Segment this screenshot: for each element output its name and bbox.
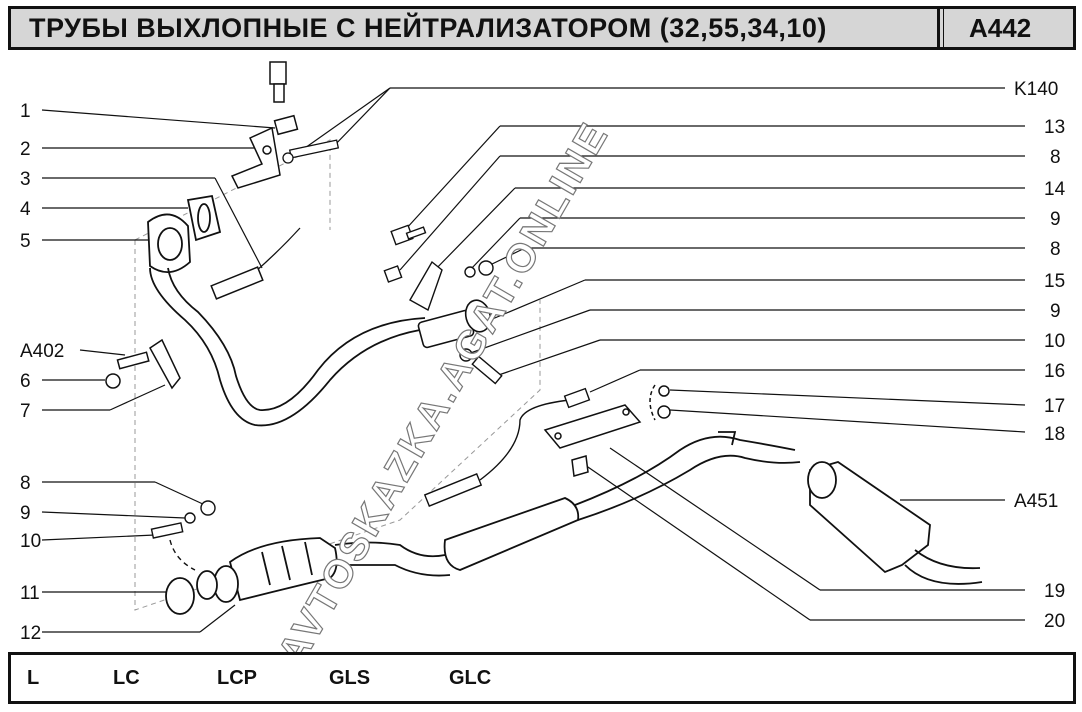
leader-lines <box>41 87 1026 633</box>
stud-bolt <box>282 139 340 164</box>
callout-k140: K140 <box>1014 79 1058 100</box>
small-fasteners <box>383 224 503 385</box>
rear-pipe <box>574 431 801 521</box>
model-footer: L LC LCP GLS GLC <box>8 652 1076 704</box>
callout-7: 7 <box>20 401 31 422</box>
callout-14: 14 <box>1044 179 1066 200</box>
model-l: L <box>27 667 40 689</box>
model-lcp: LCP <box>217 667 257 689</box>
model-gls: GLS <box>329 667 371 689</box>
callout-2: 2 <box>20 139 31 160</box>
sensor-connector <box>269 61 299 136</box>
catalytic-converter <box>165 537 338 615</box>
page-title: ТРУБЫ ВЫХЛОПНЫЕ С НЕЙТРАЛИЗАТОРОМ (32,55… <box>29 13 827 43</box>
callout-8-lower: 8 <box>20 473 31 494</box>
support-bracket <box>105 338 181 390</box>
resonator <box>443 497 580 571</box>
callout-6: 6 <box>20 371 31 392</box>
callout-13: 13 <box>1044 117 1065 138</box>
callout-18: 18 <box>1044 424 1065 445</box>
title-divider <box>937 9 940 47</box>
front-flange <box>147 213 191 273</box>
callout-9-lower: 9 <box>20 503 31 524</box>
watermark-text: AVTOSKAZKA.AGAT.ONLINE <box>270 114 618 672</box>
callout-5: 5 <box>20 231 31 252</box>
front-nuts-bolts <box>150 500 216 571</box>
oxygen-sensor-lower <box>423 387 591 507</box>
rear-muffler <box>807 461 983 585</box>
callout-8-b: 8 <box>1050 239 1061 260</box>
mid-pipe <box>334 541 451 577</box>
callout-3: 3 <box>20 169 31 190</box>
model-glc: GLC <box>449 667 492 689</box>
title-divider-thin <box>943 9 944 47</box>
front-downpipe <box>149 267 426 427</box>
callout-20: 20 <box>1044 611 1065 632</box>
left-callouts: 1 2 3 4 5 A402 6 7 8 9 10 11 12 <box>20 101 64 644</box>
bracket-part <box>230 126 281 189</box>
gasket <box>186 194 222 242</box>
callout-10-a: 10 <box>1044 331 1065 352</box>
diagram-code: A442 <box>969 13 1032 43</box>
callout-19: 19 <box>1044 581 1065 602</box>
callout-15: 15 <box>1044 271 1065 292</box>
callout-9-a: 9 <box>1050 209 1061 230</box>
right-callouts: K140 13 8 14 9 8 15 9 10 16 17 18 A451 1… <box>1014 79 1066 632</box>
callout-10-lower: 10 <box>20 531 41 552</box>
callout-12: 12 <box>20 623 41 644</box>
title-bar: ТРУБЫ ВЫХЛОПНЫЕ С НЕЙТРАЛИЗАТОРОМ (32,55… <box>8 6 1076 50</box>
oxygen-sensor-upper <box>210 227 301 300</box>
callout-8-a: 8 <box>1050 147 1061 168</box>
callout-16: 16 <box>1044 361 1065 382</box>
callout-1: 1 <box>20 101 31 122</box>
callout-11: 11 <box>20 583 40 604</box>
flex-joint <box>417 299 492 349</box>
heat-shield-bracket <box>543 384 671 477</box>
callout-a402: A402 <box>20 341 64 362</box>
callout-9-b: 9 <box>1050 301 1061 322</box>
callout-a451: A451 <box>1014 491 1058 512</box>
model-lc: LC <box>113 667 140 689</box>
callout-17: 17 <box>1044 396 1065 417</box>
callout-4: 4 <box>20 199 31 220</box>
